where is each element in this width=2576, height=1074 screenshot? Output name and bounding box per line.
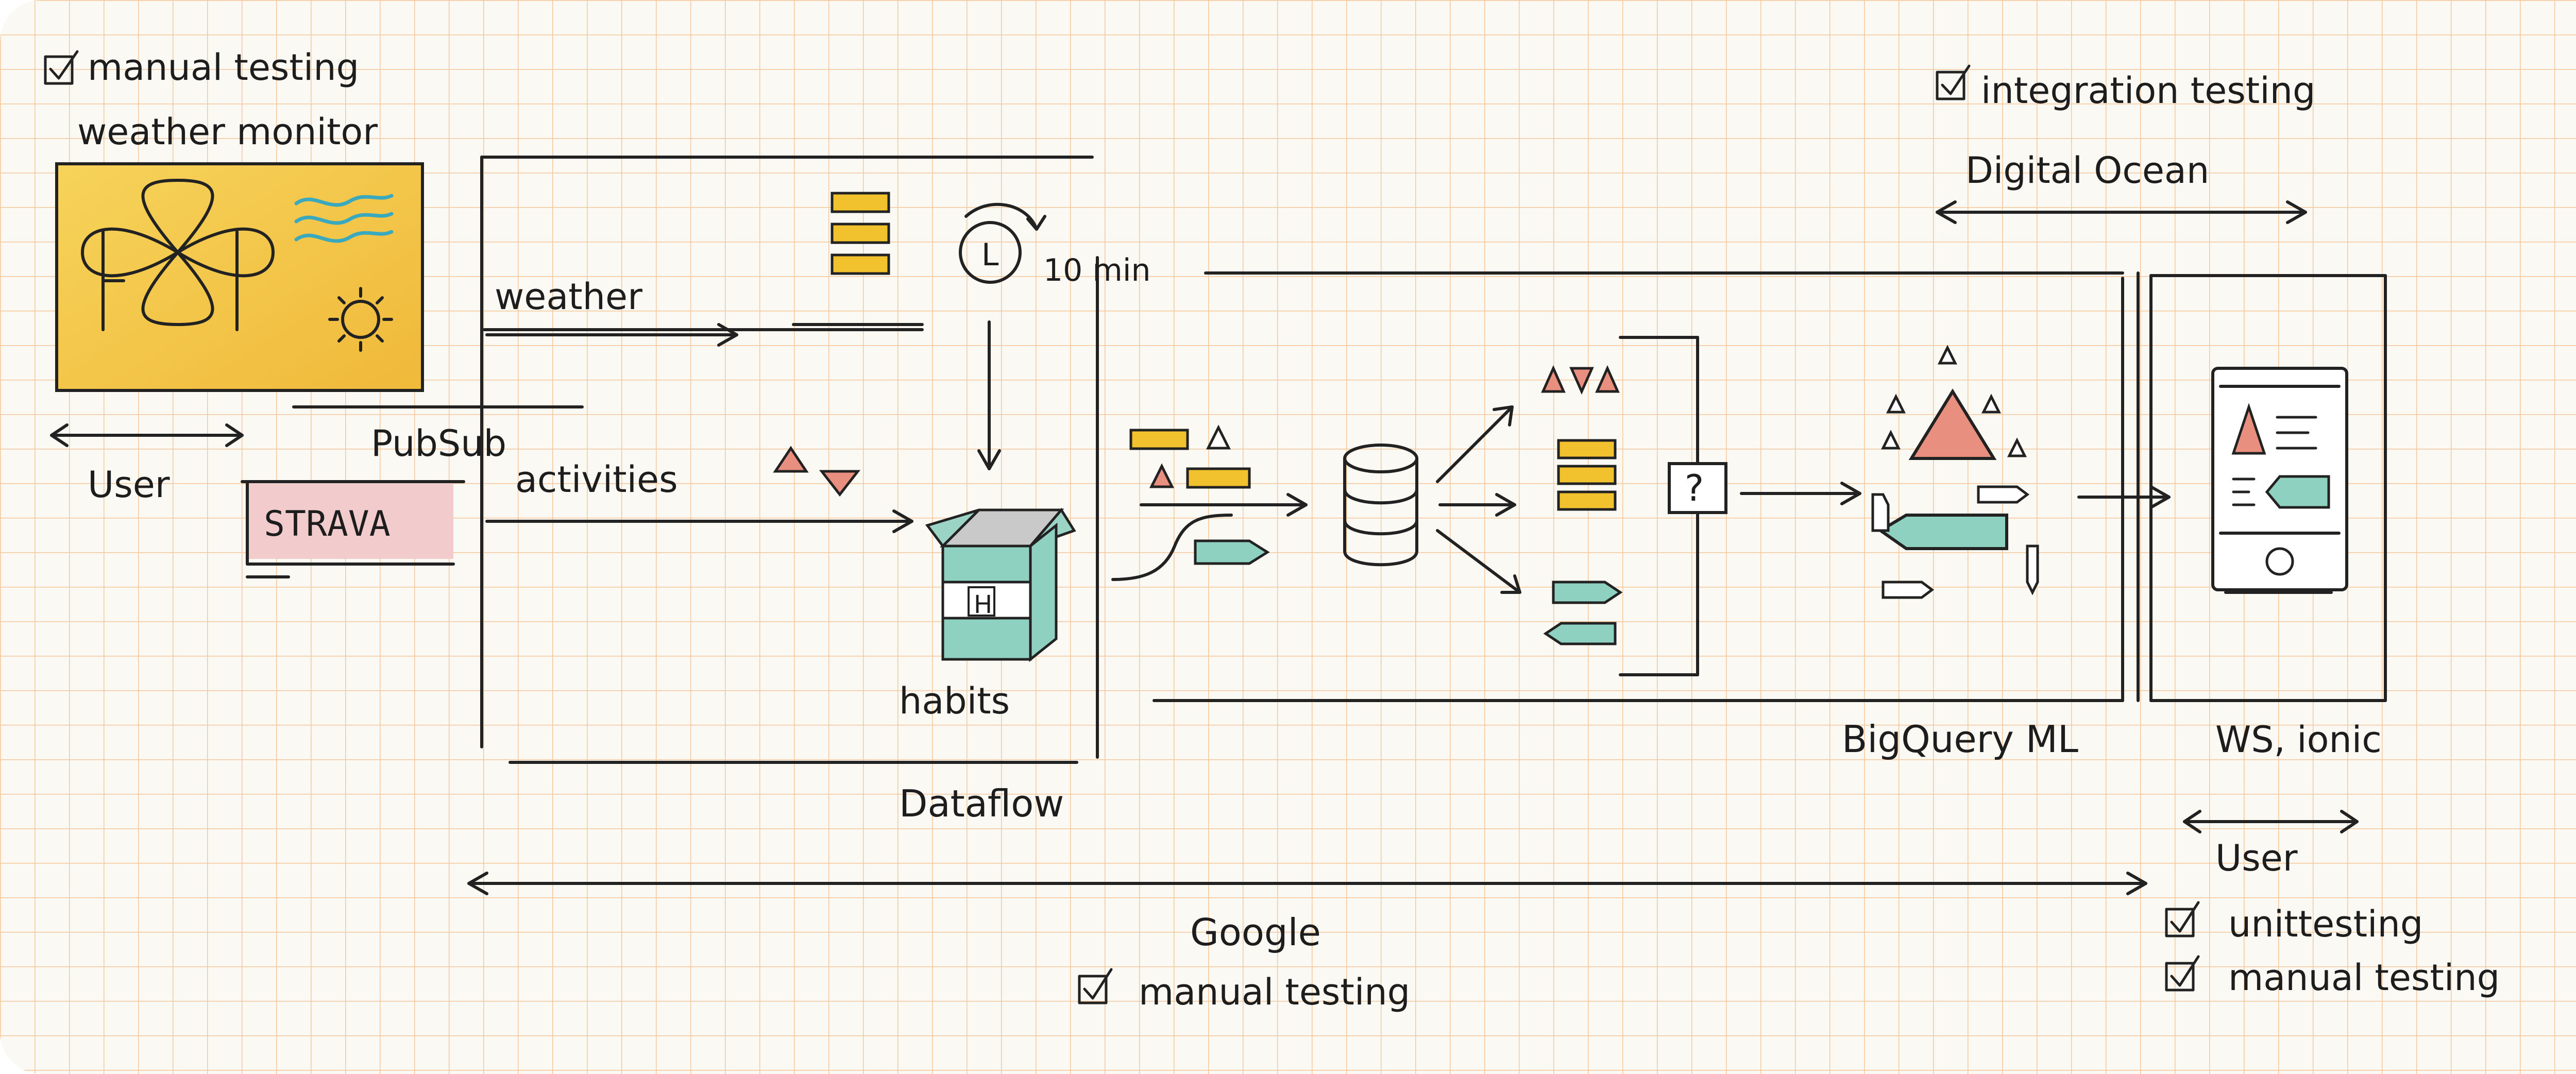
user-left-label: User (88, 464, 170, 506)
svg-text:L: L (981, 237, 999, 273)
checkbox-icon (2165, 962, 2195, 992)
activity-shapes (773, 446, 861, 497)
queue-icon (792, 192, 924, 326)
bigquery-boundary (1153, 271, 2140, 702)
user-left-arrow (50, 423, 244, 447)
question-box: ? (1668, 462, 1727, 514)
top-left-testing-label: manual testing (88, 46, 359, 89)
manual-testing-right-label: manual testing (2228, 957, 2500, 999)
digital-ocean-label: Digital Ocean (1965, 149, 2209, 192)
model-output-shapes (1541, 365, 1623, 645)
integration-testing: integration testing (1936, 64, 2315, 112)
integration-testing-label: integration testing (1981, 70, 2315, 112)
activities-label: activities (515, 458, 678, 501)
strava-label: STRAVA (264, 504, 391, 544)
bigquery-ml-label: BigQuery ML (1842, 718, 2078, 761)
top-left-manual-testing: manual testing (44, 46, 359, 89)
wind-icon (294, 194, 394, 243)
manual-testing-right: manual testing (2165, 955, 2500, 999)
checkmark-icon (49, 50, 79, 80)
strava-box (247, 482, 453, 559)
checkbox-icon (2165, 908, 2195, 937)
app-container (2149, 274, 2387, 702)
checkmark-icon (2170, 901, 2200, 933)
fan-icon (81, 179, 275, 331)
svg-text:H: H (974, 590, 992, 619)
manual-testing-bottom: manual testing (1078, 968, 1410, 1013)
question-to-ml-arrow (1740, 482, 1861, 505)
checkbox-icon (1078, 975, 1108, 1004)
digital-ocean-arrow (1936, 200, 2307, 224)
weather-monitor-label: weather monitor (77, 111, 378, 153)
dataflow-boundary (480, 156, 1099, 764)
clock-down-arrow (977, 320, 1001, 470)
weather-label: weather (495, 276, 642, 318)
activities-arrow (485, 509, 913, 533)
phone-icon (2211, 367, 2348, 594)
strava-source: STRAVA (241, 480, 465, 578)
user-right-arrow (2183, 810, 2359, 833)
dataflow-label: Dataflow (899, 782, 1064, 825)
question-mark: ? (1685, 467, 1704, 509)
unit-testing-label: unittesting (2228, 903, 2423, 945)
incoming-data-arrow (1111, 493, 1308, 581)
user-right-label: User (2215, 837, 2298, 879)
checkmark-icon (2170, 955, 2200, 987)
incoming-data-icon (1129, 424, 1270, 565)
database-icon (1343, 444, 1418, 567)
checkmark-icon (1083, 968, 1113, 1000)
manual-testing-bottom-label: manual testing (1139, 971, 1410, 1013)
google-label: Google (1190, 911, 1321, 954)
weather-monitor-device (55, 162, 424, 392)
clock-icon: L (959, 202, 1046, 284)
habits-box-icon: H (925, 507, 1076, 662)
checkbox-icon (44, 55, 74, 85)
fanout-arrows (1436, 405, 1521, 594)
checkbox-icon (1936, 71, 1965, 100)
interval-label: 10 min (1043, 252, 1151, 288)
ws-ionic-label: WS, ionic (2215, 719, 2382, 761)
checkmark-icon (1941, 64, 1971, 95)
unit-testing: unittesting (2165, 901, 2423, 945)
weather-arrow (485, 323, 738, 347)
ml-to-app-arrow (2077, 485, 2171, 509)
ml-model-icon (1871, 345, 2039, 599)
sun-icon (328, 287, 393, 352)
google-span-arrow (467, 872, 2147, 895)
habits-label: habits (899, 680, 1010, 722)
pubsub-label: PubSub (371, 422, 506, 465)
